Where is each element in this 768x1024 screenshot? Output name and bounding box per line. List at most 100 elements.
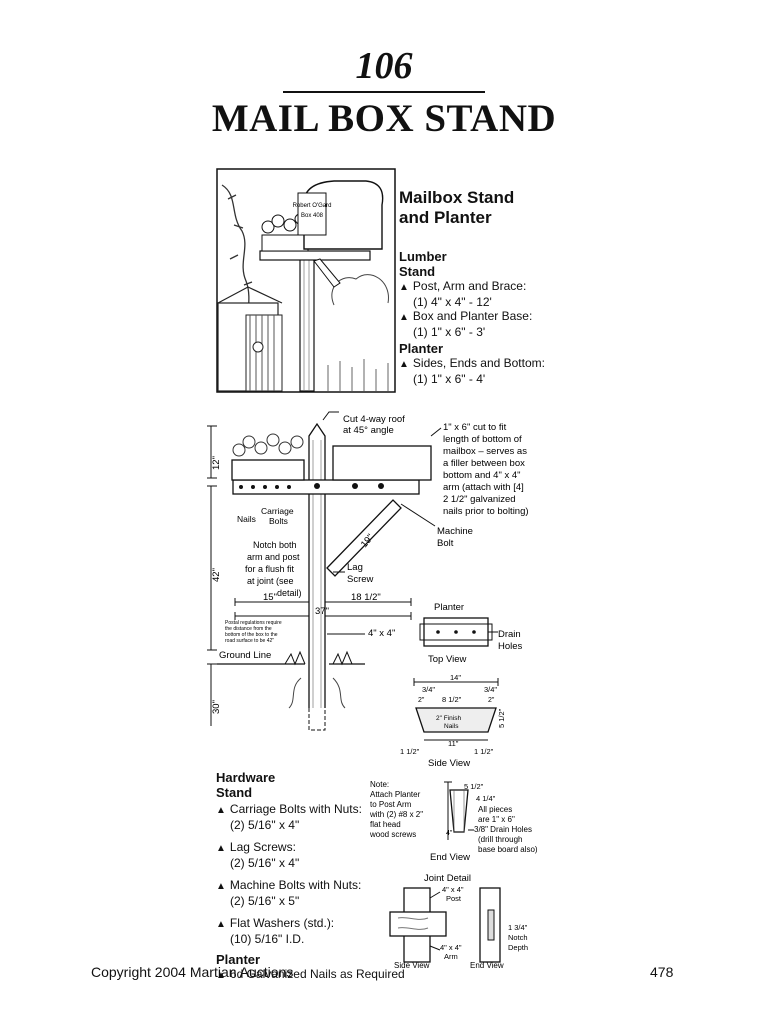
nails-label: Nails — [237, 514, 256, 524]
filler-note-line: 1" x 6" cut to fit — [443, 422, 507, 433]
notch-note-line: arm and post — [247, 552, 300, 562]
dim-2-right-label: 2" — [488, 697, 495, 704]
lumber-item: ▲Box and Planter Base: — [399, 309, 533, 323]
triangle-bullet-icon: ▲ — [399, 312, 409, 323]
drain-note-line: (drill through — [478, 835, 522, 844]
drain-note-line: base board also) — [478, 845, 538, 854]
planter-label: Planter — [434, 602, 464, 613]
dim-4-25-label: 4 1/4" — [476, 794, 496, 803]
dim-3-4-right-label: 3/4" — [484, 685, 497, 694]
dim-5-5-label: 5 1/2" — [464, 782, 484, 791]
cut-roof-label: Cut 4-way roof — [343, 414, 405, 425]
postal-note-line: the distance from the — [225, 626, 272, 632]
cut-roof-label-2: at 45° angle — [343, 425, 394, 436]
dim-30-label: 30" — [211, 700, 222, 714]
machine-bolt-label: Machine — [437, 526, 473, 537]
triangle-bullet-icon: ▲ — [216, 881, 226, 892]
lag-screw-label-2: Screw — [347, 574, 374, 585]
hardware-title: Hardware — [216, 770, 276, 785]
lumber-spec: (1) 1" x 6" - 4' — [413, 372, 486, 386]
end-view-note-line: wood screws — [369, 830, 416, 839]
mailbox-box-label: Box 408 — [301, 213, 324, 219]
hardware-spec: (2) 5/16" x 4" — [230, 856, 300, 870]
page-number: 106 — [355, 45, 413, 87]
footer-page-number: 478 — [650, 964, 674, 980]
notch-depth-label: 1 3/4" — [508, 923, 528, 932]
lumber-stand-title: Stand — [399, 264, 436, 279]
finish-nails-label: 2" Finish — [436, 715, 461, 722]
dim-18-5-label: 18 1/2" — [351, 592, 381, 603]
end-view-note-line: Attach Planter — [370, 790, 421, 799]
mailbox-name-label: Robert O'Gard — [293, 203, 332, 209]
filler-note-line: 2 1/2" galvanized — [443, 494, 516, 505]
top-view-label: Top View — [428, 654, 467, 665]
drain-holes-label-2: Holes — [498, 641, 523, 652]
arm-label: 4" x 4" — [440, 943, 462, 952]
dim-37-label: 37" — [315, 606, 329, 617]
triangle-bullet-icon: ▲ — [216, 805, 226, 816]
intro-heading: Mailbox Stand — [399, 188, 515, 207]
end-view-note-line: to Post Arm — [370, 800, 412, 809]
finish-nails-label-2: Nails — [444, 723, 459, 730]
lumber-item: ▲Sides, Ends and Bottom: — [399, 356, 545, 370]
ground-line-label: Ground Line — [219, 650, 271, 661]
filler-note-line: a filler between box — [443, 458, 525, 469]
filler-note-line: length of bottom of — [443, 434, 522, 445]
notch-note-line: at joint (see — [247, 576, 294, 586]
notch-depth-label-2: Notch — [508, 933, 528, 942]
hardware-item: ▲6d Galvanized Nails as Required — [216, 967, 405, 981]
hardware-item: ▲Machine Bolts with Nuts: — [216, 878, 362, 892]
pieces-note-line: are 1" x 6" — [478, 815, 515, 824]
dim-8-5-label: 8 1/2" — [442, 695, 462, 704]
lumber-title: Lumber — [399, 249, 447, 264]
joint-end-view-label: End View — [470, 961, 504, 970]
end-view-diagram: Note: Attach Planter to Post Arm with (2… — [369, 780, 538, 863]
pieces-note-line: All pieces — [478, 805, 512, 814]
dim-1-5-right-label: 1 1/2" — [474, 747, 494, 756]
carriage-bolts-label-2: Bolts — [269, 516, 288, 526]
hardware-item: ▲Lag Screws: — [216, 840, 296, 854]
post-label: 4" x 4" — [442, 885, 464, 894]
triangle-bullet-icon: ▲ — [216, 843, 226, 854]
dim-5-5-side-label: 5 1/2" — [497, 708, 506, 728]
hardware-spec: (2) 5/16" x 4" — [230, 818, 300, 832]
notch-depth-label-3: Depth — [508, 943, 528, 952]
end-view-note-line: with (2) #8 x 2" — [369, 810, 423, 819]
joint-detail-diagram: Joint Detail 4" x 4" Post 4" x 4" Arm 1 … — [389, 873, 528, 970]
dim-4-label: 4" — [446, 830, 453, 837]
filler-note-line: arm (attach with [4] — [443, 482, 524, 493]
title-rule — [283, 91, 485, 93]
intro-heading-2: and Planter — [399, 208, 492, 227]
hardware-item: ▲Flat Washers (std.): — [216, 916, 335, 930]
lumber-spec: (1) 4" x 4" - 12' — [413, 295, 492, 309]
dim-42-label: 42" — [211, 568, 222, 582]
notch-note-line: for a flush fit — [245, 564, 295, 574]
arm-label-2: Arm — [444, 952, 458, 961]
copyright-text: Copyright 2004 Martian Auctions — [91, 964, 294, 980]
dim-14-label: 14" — [450, 673, 461, 682]
side-view-label: Side View — [428, 758, 470, 769]
post-label-2: Post — [446, 894, 462, 903]
triangle-bullet-icon: ▲ — [399, 282, 409, 293]
dim-11-label: 11" — [448, 739, 459, 748]
end-view-label: End View — [430, 852, 470, 863]
page-title: MAIL BOX STAND — [211, 97, 557, 140]
filler-note-line: bottom and 4" x 4" — [443, 470, 521, 481]
dim-2-left-label: 2" — [418, 697, 425, 704]
triangle-bullet-icon: ▲ — [216, 919, 226, 930]
dim-15-label: 15" — [263, 592, 277, 603]
filler-note-line: nails prior to bolting) — [443, 506, 529, 517]
dim-12-label: 12" — [211, 456, 222, 470]
machine-bolt-label-2: Bolt — [437, 538, 454, 549]
lumber-spec: (1) 1" x 6" - 3' — [413, 325, 486, 339]
triangle-bullet-icon: ▲ — [399, 359, 409, 370]
notch-note-line: Notch both — [253, 540, 297, 550]
joint-detail-title: Joint Detail — [424, 873, 471, 884]
hardware-stand-title: Stand — [216, 785, 253, 800]
planter-views-diagram: Planter Drain Holes Top View 14" 3/4" 3/… — [400, 602, 523, 769]
lag-screw-label: Lag — [347, 562, 363, 573]
mailbox-scene-illustration: Robert O'Gard Box 408 — [216, 168, 396, 393]
hardware-spec: (2) 5/16" x 5" — [230, 894, 300, 908]
notch-note-line: detail) — [277, 588, 302, 598]
hardware-planter-title: Planter — [216, 952, 261, 967]
